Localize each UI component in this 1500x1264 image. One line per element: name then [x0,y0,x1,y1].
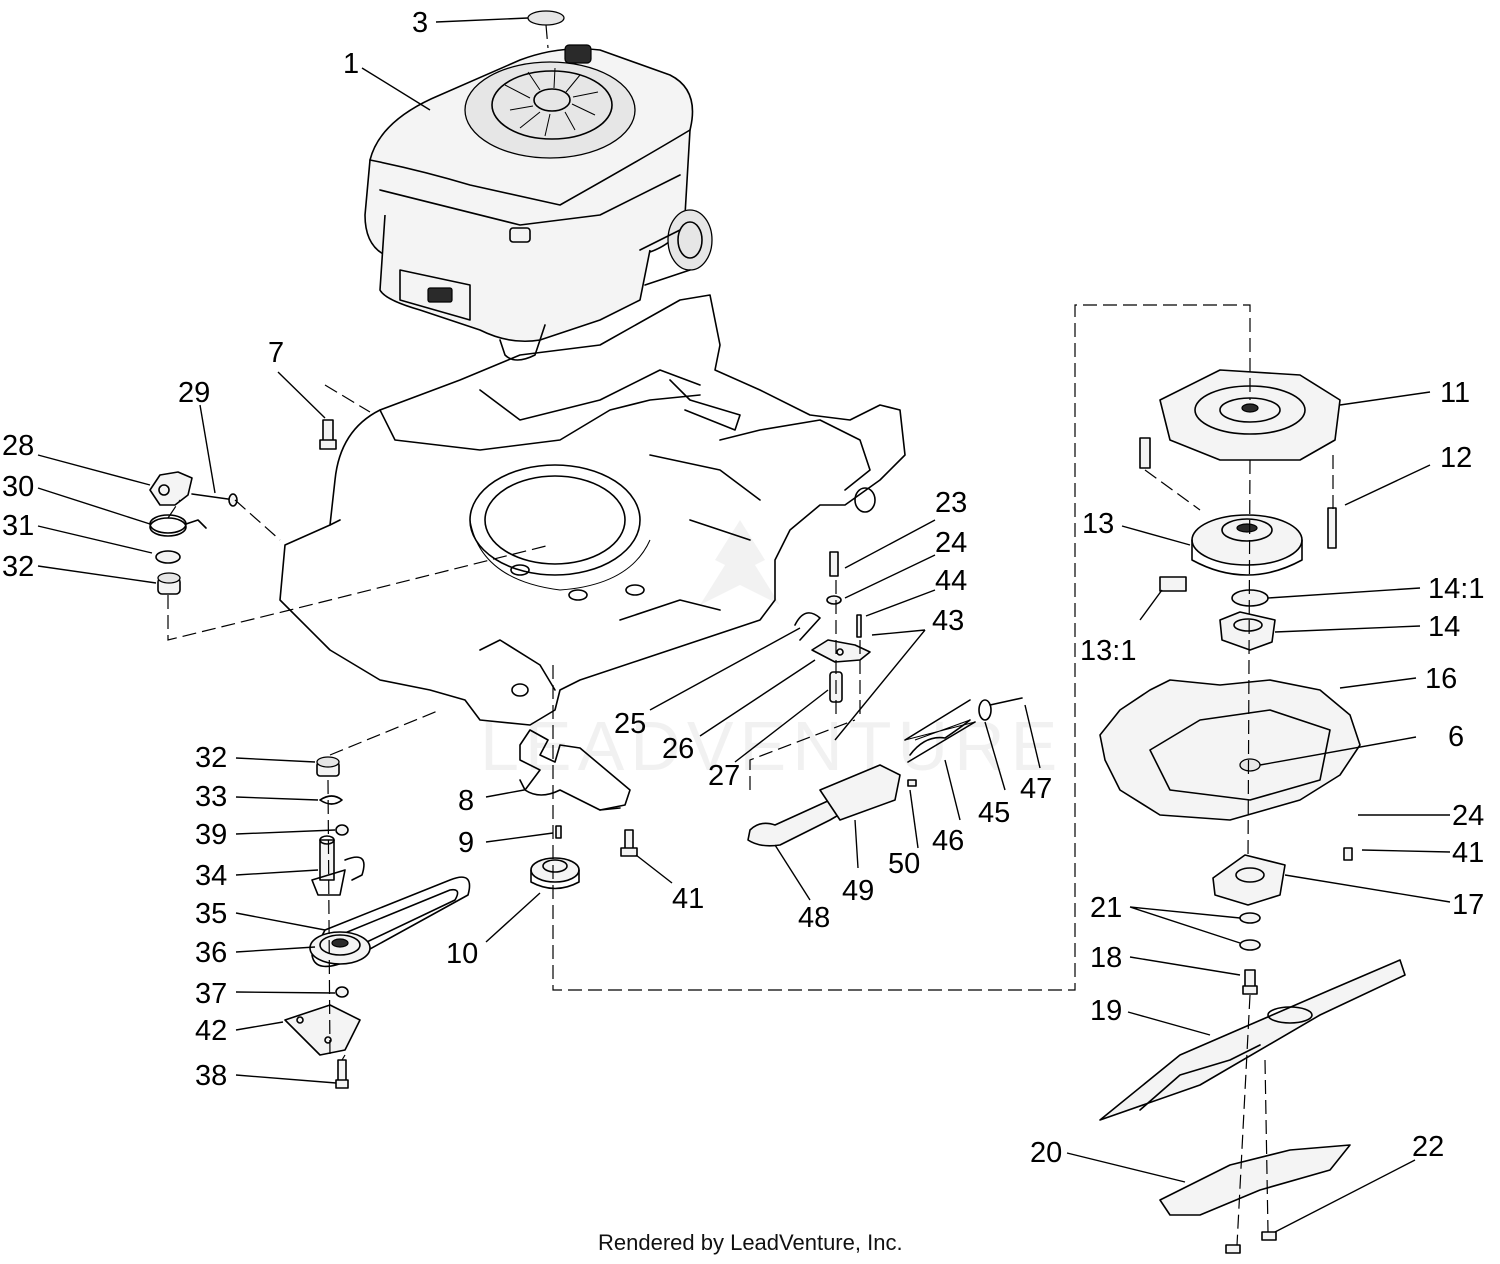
callout-30: 30 [2,471,34,503]
callout-1: 1 [343,48,359,80]
callout-24-right: 24 [1452,800,1484,832]
callout-27: 27 [708,760,740,792]
callout-28: 28 [2,430,34,462]
callout-17: 17 [1452,889,1484,921]
callout-24-top: 24 [935,527,967,559]
callout-36: 36 [195,937,227,969]
callout-45: 45 [978,797,1010,829]
deck-bolt[interactable] [319,419,337,450]
callout-39: 39 [195,819,227,851]
callout-10: 10 [446,938,478,970]
callout-41-left: 41 [672,883,704,915]
callout-41-right: 41 [1452,837,1484,869]
engine[interactable] [364,44,713,361]
callout-9: 9 [458,827,474,859]
callout-leader-lines [37,17,1451,1233]
callout-13-1: 13:1 [1080,635,1136,667]
leadventure-watermark: LEADVENTURE [480,520,1063,785]
render-credit: Rendered by LeadVenture, Inc. [598,1230,903,1255]
callout-46: 46 [932,825,964,857]
callout-38: 38 [195,1060,227,1092]
callout-42: 42 [195,1015,227,1047]
callout-14-1: 14:1 [1428,573,1484,605]
watermark-text: LEADVENTURE [480,707,1063,785]
callout-43: 43 [932,605,964,637]
callout-7: 7 [268,337,284,369]
callout-18: 18 [1090,942,1122,974]
callout-49: 49 [842,875,874,907]
callout-12: 12 [1440,442,1472,474]
callout-19: 19 [1090,995,1122,1027]
mower-deck-housing[interactable] [279,294,906,726]
assembly-center-lines [167,24,1334,1246]
callout-31: 31 [2,510,34,542]
callout-16: 16 [1425,663,1457,695]
callout-25: 25 [614,708,646,740]
callout-13: 13 [1082,508,1114,540]
callout-6: 6 [1448,721,1464,753]
callout-32-top: 32 [2,551,34,583]
callout-3: 3 [412,7,428,39]
callout-23: 23 [935,487,967,519]
callout-14: 14 [1428,611,1460,643]
callout-labels: 1 3 7 29 28 30 31 32 32 33 39 34 35 36 3… [2,7,1484,1169]
callout-48: 48 [798,902,830,934]
wheel-height-adjuster[interactable] [149,471,238,595]
callout-37: 37 [195,978,227,1010]
callout-26: 26 [662,733,694,765]
callout-50: 50 [888,848,920,880]
callout-32-bottom: 32 [195,742,227,774]
callout-8: 8 [458,785,474,817]
callout-47: 47 [1020,773,1052,805]
blade-drive-stack[interactable] [1099,369,1406,1254]
callout-22: 22 [1412,1131,1444,1163]
blade-control-linkage[interactable] [747,551,1023,847]
callout-11: 11 [1440,377,1470,409]
callout-21: 21 [1090,892,1122,924]
callout-35: 35 [195,898,227,930]
callout-44: 44 [935,565,967,597]
belt-drive-assembly[interactable] [284,756,471,1089]
brake-pulley-assembly[interactable] [519,729,638,890]
fuel-cap-decal[interactable] [527,10,565,26]
callout-20: 20 [1030,1137,1062,1169]
callout-34: 34 [195,860,227,892]
callout-29: 29 [178,377,210,409]
callout-33: 33 [195,781,227,813]
